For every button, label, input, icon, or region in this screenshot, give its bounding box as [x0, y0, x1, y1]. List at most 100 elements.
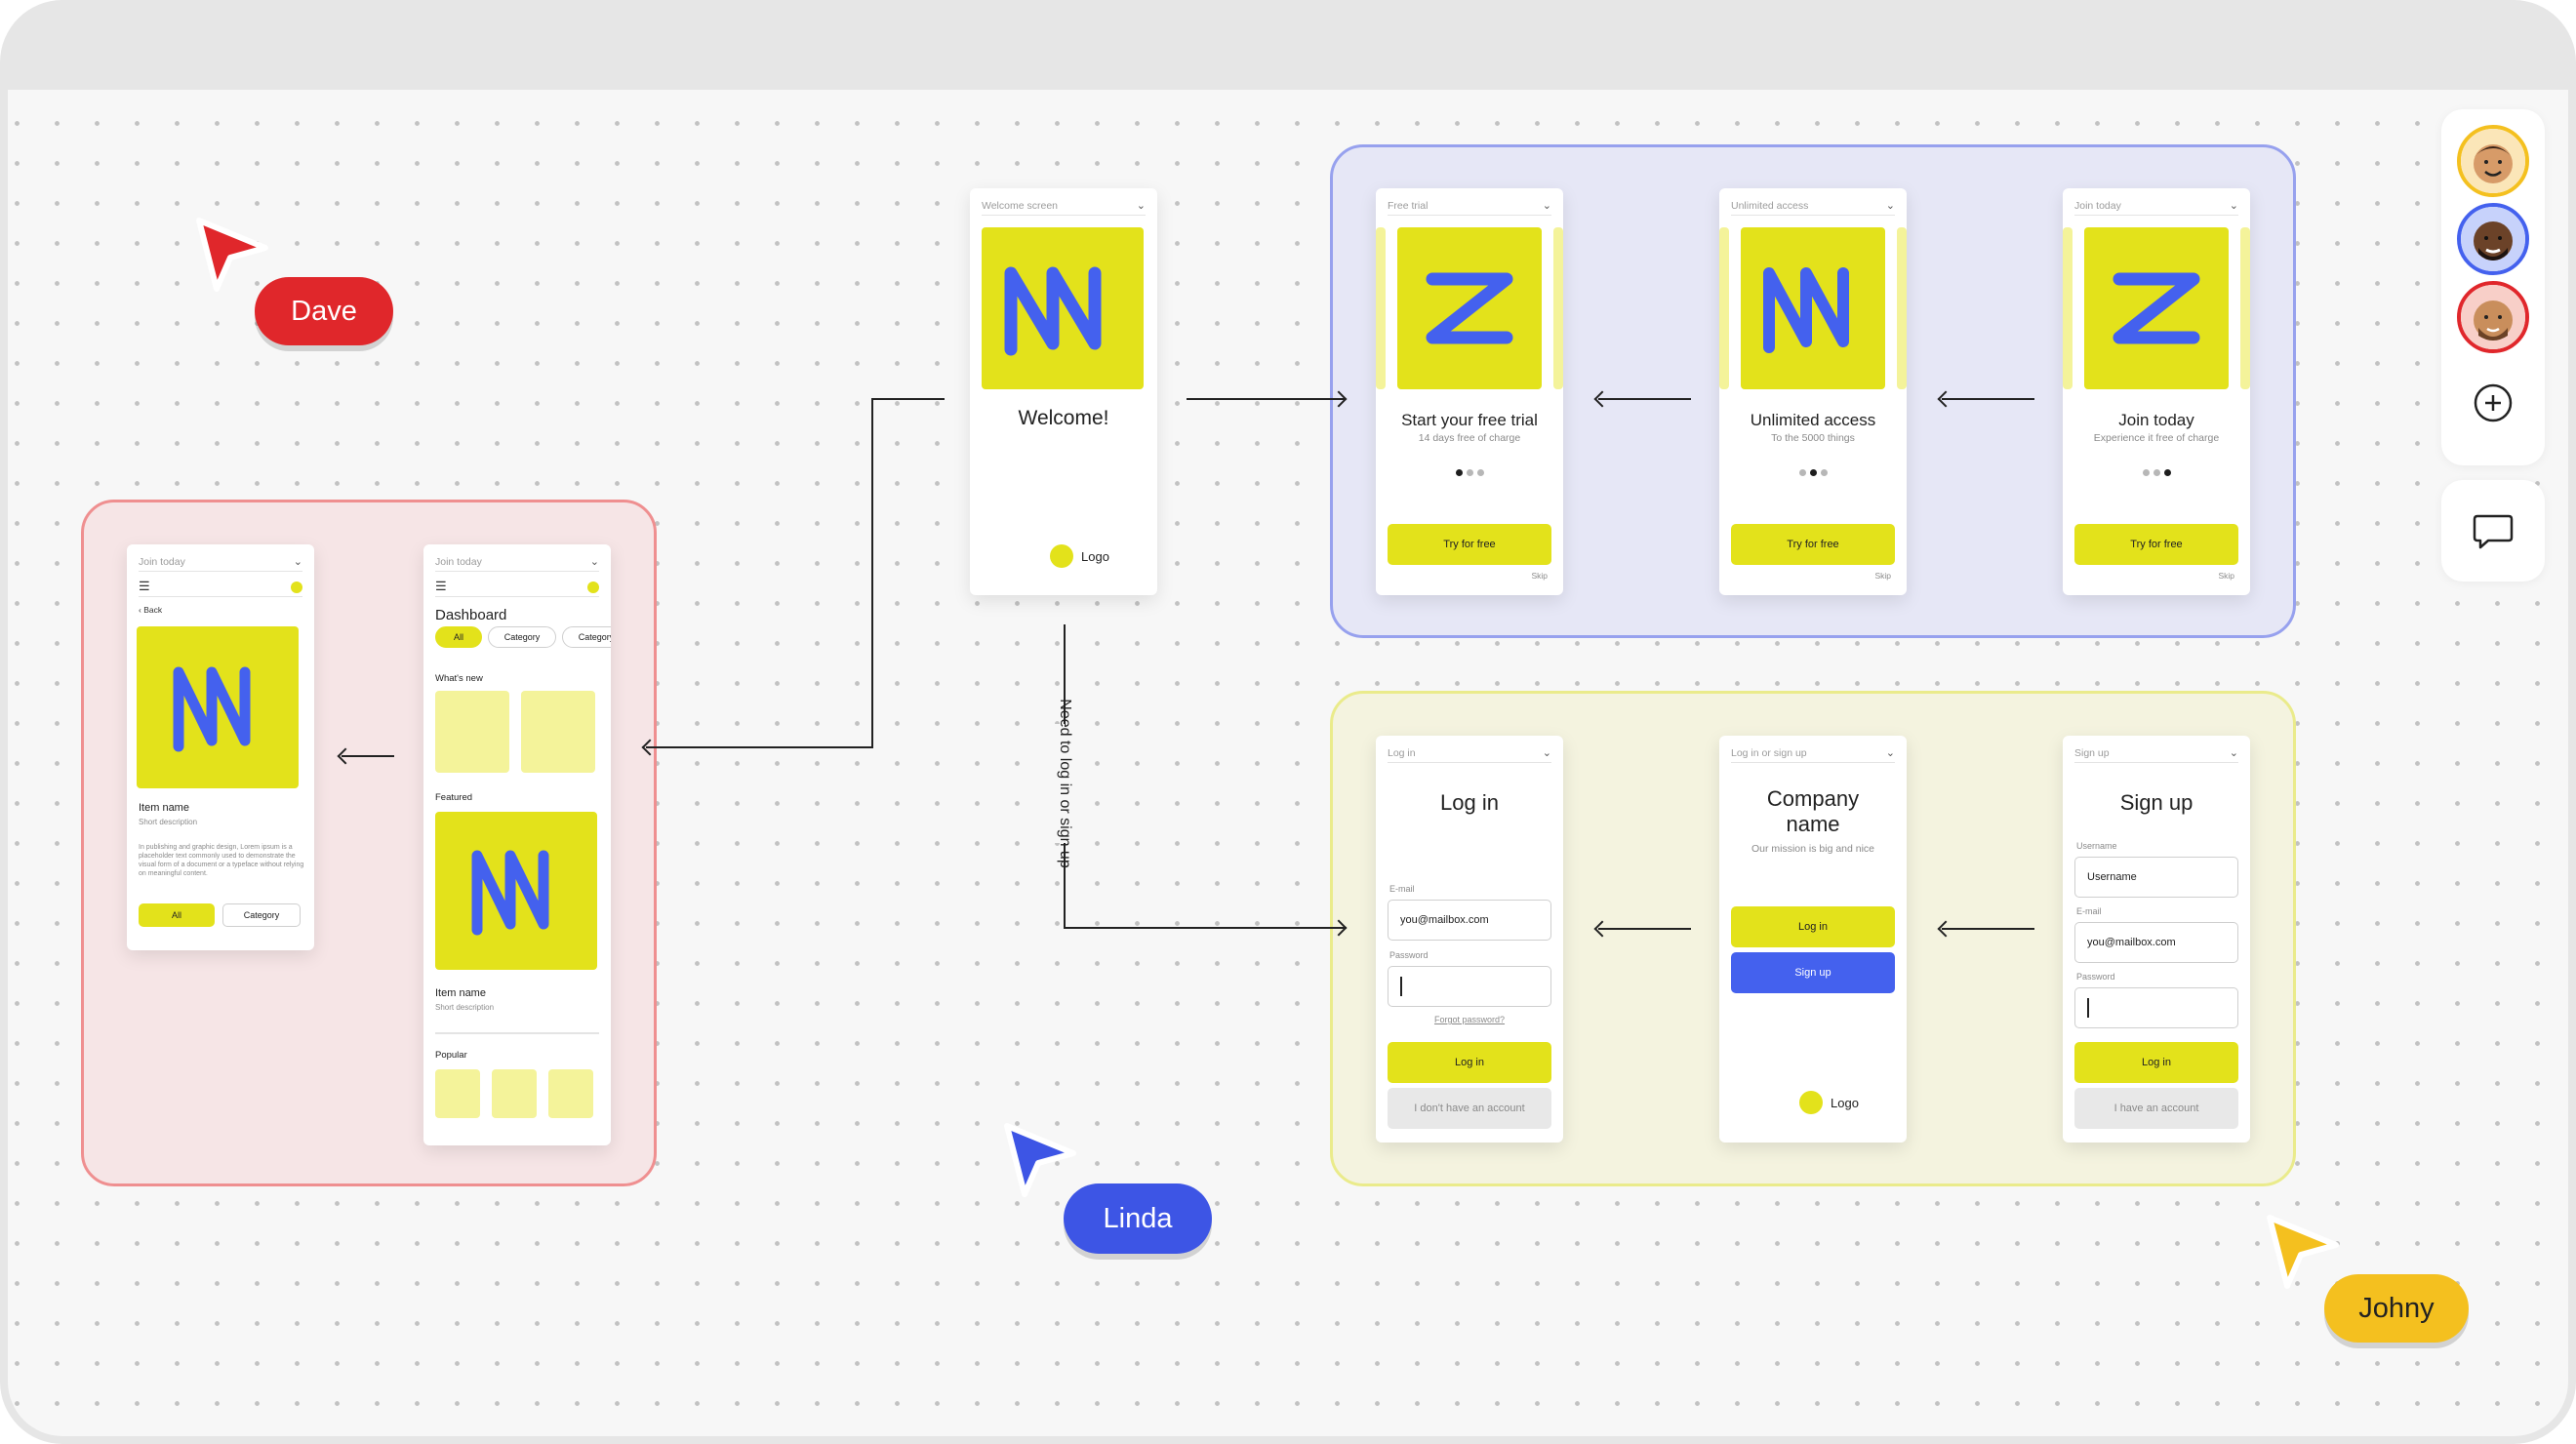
- chevron-down-icon[interactable]: ⌄: [293, 556, 302, 568]
- connector-welcome-to-trial: [1187, 398, 1346, 400]
- connector-welcome-left: [871, 398, 945, 400]
- login-submit-button[interactable]: Log in: [1388, 1042, 1551, 1083]
- skip-link[interactable]: Skip: [2218, 571, 2234, 581]
- login-or-signup-screen[interactable]: Log in or sign up⌄ Company name Our miss…: [1719, 736, 1907, 1143]
- username-field[interactable]: Username: [2074, 857, 2238, 898]
- featured-heading: Featured: [435, 792, 473, 803]
- screen-header-label: Join today: [139, 555, 185, 568]
- carousel-peek-left: [2063, 227, 2073, 389]
- screen-header[interactable]: Sign up⌄: [2074, 743, 2238, 763]
- tag-category-button[interactable]: Category: [222, 903, 301, 927]
- cursor-label-dave: Dave: [255, 277, 393, 345]
- carousel-peek-left: [1376, 227, 1386, 389]
- welcome-title: Welcome!: [1018, 407, 1109, 429]
- email-field[interactable]: you@mailbox.com: [2074, 922, 2238, 963]
- screen-header[interactable]: Log in or sign up ⌄: [1731, 743, 1895, 763]
- profile-dot-icon[interactable]: [291, 582, 302, 593]
- brand-logo-image: [982, 227, 1144, 389]
- pagination-dots[interactable]: [2063, 469, 2250, 476]
- filter-tag-category[interactable]: Category: [562, 626, 611, 648]
- pagination-dots[interactable]: [1719, 469, 1907, 476]
- chevron-down-icon[interactable]: ⌄: [2229, 747, 2238, 759]
- brand-logo-image: [2084, 227, 2229, 389]
- try-for-free-button[interactable]: Try for free: [1388, 524, 1551, 565]
- add-collaborator-button[interactable]: [2471, 381, 2516, 425]
- menu-icon[interactable]: ☰: [139, 579, 150, 593]
- username-label: Username: [2076, 841, 2117, 851]
- chevron-down-icon[interactable]: ⌄: [1542, 200, 1551, 212]
- footer-logo: Logo: [1050, 544, 1109, 568]
- no-account-button[interactable]: I don't have an account: [1388, 1088, 1551, 1129]
- login-title: Log in: [1440, 790, 1499, 815]
- whats-new-card[interactable]: [521, 691, 595, 773]
- featured-image[interactable]: [435, 812, 597, 970]
- comment-button[interactable]: [2471, 507, 2516, 552]
- password-field[interactable]: [2074, 987, 2238, 1028]
- screen-header[interactable]: Join today ⌄: [2074, 196, 2238, 216]
- connector-dashboard-to-detail: [342, 755, 394, 757]
- password-field[interactable]: [1388, 966, 1551, 1007]
- filter-tag-category[interactable]: Category: [488, 626, 556, 648]
- email-field[interactable]: you@mailbox.com: [1388, 900, 1551, 941]
- whats-new-heading: What's new: [435, 673, 483, 684]
- try-for-free-button[interactable]: Try for free: [2074, 524, 2238, 565]
- back-link[interactable]: ‹ Back: [139, 605, 162, 615]
- login-screen[interactable]: Log in⌄ Log in E-mail you@mailbox.com Pa…: [1376, 736, 1563, 1143]
- chevron-down-icon[interactable]: ⌄: [1885, 747, 1895, 759]
- welcome-screen[interactable]: Welcome screen ⌄ Welcome! Logo: [970, 188, 1157, 595]
- chevron-down-icon[interactable]: ⌄: [1885, 200, 1895, 212]
- cursor-label-linda: Linda: [1064, 1183, 1212, 1254]
- signup-submit-button[interactable]: Log in: [2074, 1042, 2238, 1083]
- onboarding-screen-3[interactable]: Join today⌄ Join today Experience it fre…: [2063, 188, 2250, 595]
- slide-title: Unlimited access: [1750, 411, 1876, 429]
- onboarding-screen-1[interactable]: Free trial⌄ Start your free trial 14 day…: [1376, 188, 1563, 595]
- screen-header[interactable]: Unlimited access ⌄: [1731, 196, 1895, 216]
- avatar-dave[interactable]: [2457, 281, 2529, 353]
- popular-card[interactable]: [548, 1069, 593, 1118]
- screen-header[interactable]: Log in⌄: [1388, 743, 1551, 763]
- screen-header-label: Unlimited access: [1731, 199, 1809, 212]
- screen-header-label: Join today: [2074, 199, 2121, 212]
- choice-signup-button[interactable]: Sign up: [1731, 952, 1895, 993]
- avatar-linda[interactable]: [2457, 203, 2529, 275]
- chevron-down-icon[interactable]: ⌄: [589, 556, 599, 568]
- email-label: E-mail: [1389, 884, 1415, 894]
- brand-logo-image: [1397, 227, 1542, 389]
- screen-header-label: Join today: [435, 555, 482, 568]
- screen-header-label: Welcome screen: [982, 199, 1059, 212]
- choice-login-button[interactable]: Log in: [1731, 906, 1895, 947]
- screen-header[interactable]: Join today ⌄: [139, 552, 302, 572]
- logo-dot-icon: [1799, 1091, 1823, 1114]
- popular-heading: Popular: [435, 1050, 467, 1061]
- cursor-arrow-icon: [1004, 1123, 1076, 1197]
- chevron-down-icon[interactable]: ⌄: [2229, 200, 2238, 212]
- menu-icon[interactable]: ☰: [435, 579, 447, 593]
- screen-header[interactable]: Welcome screen ⌄: [982, 196, 1146, 216]
- onboarding-screen-2[interactable]: Unlimited access⌄ Unlimited access To th…: [1719, 188, 1907, 595]
- try-for-free-button[interactable]: Try for free: [1731, 524, 1895, 565]
- whats-new-card[interactable]: [435, 691, 509, 773]
- forgot-password-link[interactable]: Forgot password?: [1433, 1015, 1506, 1024]
- item-name: Item name: [139, 802, 189, 814]
- dashboard-screen[interactable]: Join today⌄ ☰ Dashboard All Category Cat…: [423, 544, 611, 1145]
- avatar-johny[interactable]: [2457, 125, 2529, 197]
- screen-header-label: Log in or sign up: [1731, 746, 1807, 759]
- tag-all-button[interactable]: All: [139, 903, 215, 927]
- filter-tag-all[interactable]: All: [435, 626, 482, 648]
- signup-screen[interactable]: Sign up⌄ Sign up Username Username E-mai…: [2063, 736, 2250, 1143]
- profile-dot-icon[interactable]: [587, 582, 599, 593]
- skip-link[interactable]: Skip: [1531, 571, 1548, 581]
- company-name-line2: name: [1786, 812, 1840, 836]
- screen-header[interactable]: Join today ⌄: [435, 552, 599, 572]
- chevron-down-icon[interactable]: ⌄: [1542, 747, 1551, 759]
- skip-link[interactable]: Skip: [1874, 571, 1891, 581]
- popular-card[interactable]: [435, 1069, 480, 1118]
- pagination-dots[interactable]: [1376, 469, 1563, 476]
- cursor-arrow-icon: [2267, 1215, 2339, 1289]
- chevron-down-icon[interactable]: ⌄: [1136, 200, 1146, 212]
- have-account-button[interactable]: I have an account: [2074, 1088, 2238, 1129]
- item-detail-screen[interactable]: Join today⌄ ☰ ‹ Back Item name Short des…: [127, 544, 314, 950]
- connector-to-login: [1064, 927, 1347, 929]
- popular-card[interactable]: [492, 1069, 537, 1118]
- screen-header[interactable]: Free trial⌄: [1388, 196, 1551, 216]
